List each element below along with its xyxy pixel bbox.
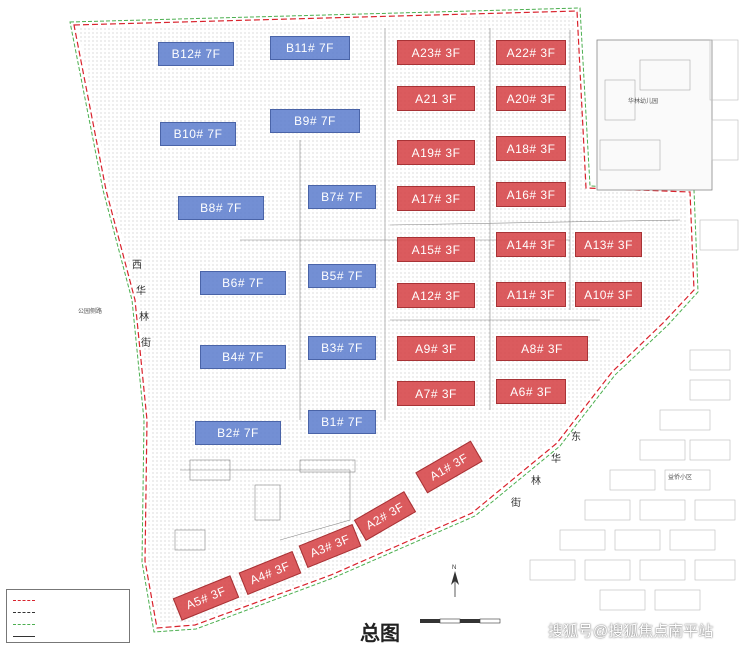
site-area xyxy=(78,14,690,625)
building-A6[interactable]: A6# 3F xyxy=(496,379,566,404)
legend-row xyxy=(11,632,121,642)
building-A16[interactable]: A16# 3F xyxy=(496,182,566,207)
kindergarten-label: 华林幼儿园 xyxy=(628,99,659,105)
residential-label: 益侨小区 xyxy=(668,475,693,481)
building-B10[interactable]: B10# 7F xyxy=(160,122,236,146)
building-A8[interactable]: A8# 3F xyxy=(496,336,588,361)
site-boundary-red xyxy=(73,10,695,629)
building-B6[interactable]: B6# 7F xyxy=(200,271,286,295)
west-road-char-3: 林 xyxy=(139,312,149,323)
building-B4[interactable]: B4# 7F xyxy=(200,345,286,369)
building-B1[interactable]: B1# 7F xyxy=(308,410,376,434)
building-A13[interactable]: A13# 3F xyxy=(575,232,642,257)
building-A11[interactable]: A11# 3F xyxy=(496,282,566,307)
building-A7[interactable]: A7# 3F xyxy=(397,381,475,406)
building-B5[interactable]: B5# 7F xyxy=(308,264,376,288)
west-road-char-2: 华 xyxy=(136,286,146,297)
svg-text:N: N xyxy=(452,565,456,571)
legend-row xyxy=(11,620,121,630)
legend-row xyxy=(11,608,121,618)
building-A15[interactable]: A15# 3F xyxy=(397,237,475,262)
building-A14[interactable]: A14# 3F xyxy=(496,232,566,257)
legend-swatch-solid xyxy=(13,636,35,637)
building-A21[interactable]: A21 3F xyxy=(397,86,475,111)
building-B11[interactable]: B11# 7F xyxy=(270,36,350,60)
legend-swatch-dark-dashed xyxy=(13,612,35,613)
building-A22[interactable]: A22# 3F xyxy=(496,40,566,65)
building-B3[interactable]: B3# 7F xyxy=(308,336,376,360)
park-road-label: 公园侧路 xyxy=(78,309,103,315)
east-road-char-4: 街 xyxy=(511,498,521,509)
kindergarten-block xyxy=(596,39,713,191)
legend-row xyxy=(11,596,121,606)
building-A10[interactable]: A10# 3F xyxy=(575,282,642,307)
east-road-char-3: 林 xyxy=(531,476,541,487)
north-arrow-icon: N xyxy=(451,565,459,597)
building-A18[interactable]: A18# 3F xyxy=(496,136,566,161)
building-B2[interactable]: B2# 7F xyxy=(195,421,281,445)
scale-bar-icon xyxy=(420,618,501,624)
legend-swatch-green xyxy=(13,624,35,625)
west-road-char-1: 西 xyxy=(132,260,142,271)
watermark-text: 搜狐号@搜狐焦点南平站 xyxy=(548,623,714,640)
east-neighborhood xyxy=(529,39,739,611)
west-road-char-4: 街 xyxy=(141,338,151,349)
map-title: 总图 xyxy=(360,623,400,645)
building-A12[interactable]: A12# 3F xyxy=(397,283,475,308)
building-A17[interactable]: A17# 3F xyxy=(397,186,475,211)
building-B9[interactable]: B9# 7F xyxy=(270,109,360,133)
building-B7[interactable]: B7# 7F xyxy=(308,185,376,209)
building-A20[interactable]: A20# 3F xyxy=(496,86,566,111)
east-road-char-1: 东 xyxy=(571,432,581,443)
building-A19[interactable]: A19# 3F xyxy=(397,140,475,165)
legend xyxy=(6,589,130,643)
building-B8[interactable]: B8# 7F xyxy=(178,196,264,220)
building-A23[interactable]: A23# 3F xyxy=(397,40,475,65)
building-B12[interactable]: B12# 7F xyxy=(158,42,234,66)
east-road-char-2: 华 xyxy=(551,454,561,465)
building-A9[interactable]: A9# 3F xyxy=(397,336,475,361)
legend-swatch-boundary-red xyxy=(13,600,35,601)
